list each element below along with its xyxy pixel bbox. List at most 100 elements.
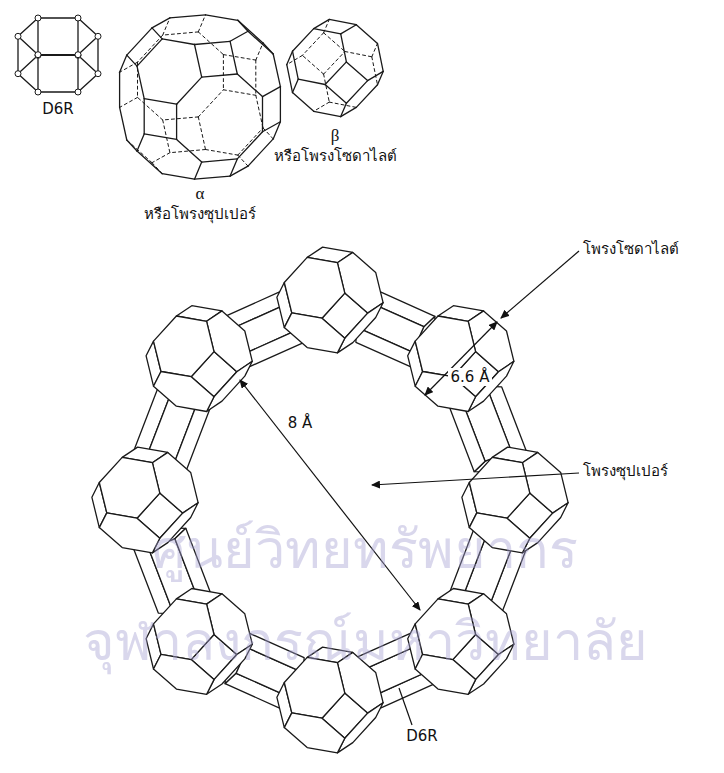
cage-edge <box>346 81 367 104</box>
cage-edge <box>287 51 293 64</box>
sodalite-cage <box>408 306 514 412</box>
hidden-cage-edge <box>198 15 205 32</box>
cage-edge <box>176 104 177 139</box>
hidden-cage-edge <box>223 55 255 61</box>
cage-edge <box>120 107 127 140</box>
cage-edge <box>293 51 299 79</box>
cage-face <box>154 316 215 377</box>
cage-edge <box>298 79 325 84</box>
callout-label: D6R <box>406 727 438 745</box>
cage-edge <box>263 87 281 97</box>
hidden-cage-edge <box>372 43 378 56</box>
cage-face <box>284 313 345 353</box>
cage-face <box>468 311 514 372</box>
cage-face <box>522 452 568 513</box>
atom-dot <box>15 71 21 77</box>
atom-dot <box>15 33 21 39</box>
cage-edge <box>195 45 202 78</box>
cage-face <box>356 327 413 367</box>
cage-face <box>154 372 215 412</box>
cage-edge <box>119 72 120 107</box>
cage-edge <box>341 25 357 34</box>
hidden-cage-edge <box>263 128 273 139</box>
atom-dot <box>75 52 81 58</box>
cage-edge <box>378 43 384 71</box>
cage-face <box>152 452 198 513</box>
cage-edge <box>202 74 238 77</box>
cage-edge <box>195 162 202 179</box>
cage-edge <box>38 55 78 56</box>
hidden-cage-edge <box>372 57 378 85</box>
cage-face <box>99 513 160 553</box>
cage-face <box>284 257 345 318</box>
cage-edge <box>152 28 162 39</box>
cage-edge <box>346 62 367 81</box>
cage-edge <box>18 74 38 92</box>
hidden-cage-edge <box>238 128 263 155</box>
cage-edge <box>78 36 98 54</box>
dimension-label: 6.6 Å <box>448 368 493 386</box>
watermark: จุฬาลงกรณ์มหาวิทยาลัย <box>83 612 648 671</box>
dimension-label: 8 Å <box>285 414 316 432</box>
cage-edge <box>120 55 127 72</box>
cage-edge <box>202 159 238 162</box>
cage-edge <box>170 15 206 18</box>
leader-line <box>399 688 412 725</box>
cage-edge <box>341 103 347 116</box>
dimension-line <box>425 322 497 395</box>
cage-edge <box>152 18 170 28</box>
cage-symbol: α <box>196 184 205 204</box>
cage-name: หรือโพรงโซดาไลต์ <box>274 147 397 165</box>
cage-edge <box>325 85 346 104</box>
cage-edge <box>238 20 263 43</box>
hidden-cage-edge <box>302 33 323 56</box>
callout-label: โพรงซุปเปอร์ <box>583 462 668 480</box>
cage-edge <box>137 39 162 66</box>
alpha-cage <box>120 15 281 179</box>
cage-edge <box>273 54 280 87</box>
hidden-cage-edge <box>223 55 224 90</box>
cage-face <box>337 252 383 313</box>
atom-dot <box>95 33 101 39</box>
part-label: D6R <box>42 100 74 118</box>
cage-face <box>99 457 160 518</box>
hidden-cage-edge <box>163 117 199 120</box>
hidden-cage-edge <box>256 43 263 60</box>
cage-edge <box>78 74 98 92</box>
cage-edge <box>162 39 194 45</box>
cage-edge <box>137 66 144 99</box>
hidden-cage-edge <box>223 90 255 96</box>
atom-dot <box>35 89 41 95</box>
hidden-cage-edge <box>345 52 372 57</box>
cage-face <box>337 303 383 353</box>
atom-dot <box>75 15 81 21</box>
cage-edge <box>293 93 314 112</box>
cage-edge <box>37 18 38 55</box>
leader-line <box>372 473 579 485</box>
cage-edge <box>144 134 176 140</box>
cage-edge <box>177 139 202 162</box>
cage-edge <box>97 36 98 73</box>
cage-edge <box>287 65 293 93</box>
cage-edge <box>78 18 98 36</box>
sodalite-cage <box>277 247 383 353</box>
beta-cage <box>287 19 383 116</box>
cage-symbol: β <box>331 126 340 146</box>
cage-edge <box>230 159 237 176</box>
hidden-cage-edge <box>324 52 345 75</box>
cage-edge <box>263 122 281 132</box>
atom-dot <box>75 89 81 95</box>
hidden-cage-edge <box>198 90 223 117</box>
atom-dot <box>95 71 101 77</box>
atom-dot <box>75 52 81 58</box>
cage-edge <box>17 36 18 73</box>
cage-edge <box>77 18 78 55</box>
cage-edge <box>230 41 237 74</box>
cage-edge <box>325 62 346 85</box>
cage-face <box>337 703 383 753</box>
hidden-cage-edge <box>163 32 199 35</box>
cage-edge <box>18 55 38 73</box>
cage-edge <box>127 28 152 55</box>
cage-edge <box>78 55 98 73</box>
